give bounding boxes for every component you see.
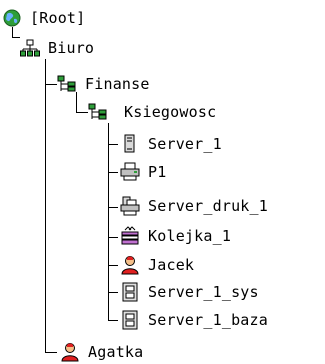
user-icon	[120, 255, 140, 275]
tree-node-label: Ksiegowosc	[124, 103, 217, 121]
network-icon	[20, 38, 40, 58]
tree-line	[108, 265, 118, 266]
tree-line	[108, 320, 118, 321]
print-server-icon	[120, 196, 140, 216]
org-unit-icon	[57, 74, 77, 94]
tree-line	[108, 123, 109, 320]
printer-icon	[120, 162, 140, 182]
print-queue-icon	[120, 226, 140, 246]
tree-node-root[interactable]: [Root]	[2, 6, 85, 30]
tree-node-label: Server_1_sys	[148, 283, 259, 301]
tree-node-jacek[interactable]: Jacek	[120, 253, 194, 277]
tree-node-agatka[interactable]: Agatka	[60, 340, 143, 364]
tree-line	[108, 292, 118, 293]
tree-line	[12, 37, 20, 38]
tree-node-label: Finanse	[85, 75, 150, 93]
tree-node-label: Biuro	[48, 39, 95, 57]
tree-node-label: P1	[148, 163, 167, 181]
tree-node-label: Kolejka_1	[148, 227, 232, 245]
volume-icon	[120, 282, 140, 302]
tree-node-label: Server_1_baza	[148, 311, 268, 329]
tree-node-server-1[interactable]: Server_1	[120, 132, 222, 156]
tree-node-server-1-sys[interactable]: Server_1_sys	[120, 280, 259, 304]
tree-node-biuro[interactable]: Biuro	[20, 36, 94, 60]
tree-line	[45, 352, 57, 353]
tree-node-label: Server_druk_1	[148, 197, 268, 215]
tree-node-server-1-baza[interactable]: Server_1_baza	[120, 308, 268, 332]
volume-icon	[120, 310, 140, 330]
tree-line	[76, 92, 77, 112]
tree-line	[108, 237, 118, 238]
user-icon	[60, 342, 80, 362]
tree-line	[45, 59, 46, 352]
org-unit-icon	[88, 102, 108, 122]
server-icon	[120, 134, 140, 154]
tree-line	[108, 207, 118, 208]
tree-node-label: Agatka	[88, 343, 144, 361]
tree-node-label: [Root]	[30, 9, 86, 27]
tree-node-label: Jacek	[148, 256, 195, 274]
tree-node-kolejka-1[interactable]: Kolejka_1	[120, 224, 231, 248]
tree-node-finanse[interactable]: Finanse	[57, 72, 150, 96]
globe-icon	[2, 8, 22, 28]
tree-line	[45, 84, 57, 85]
tree-node-ksiegowosc[interactable]: Ksiegowosc	[88, 100, 216, 124]
tree-line	[108, 172, 118, 173]
tree-node-server-druk-1[interactable]: Server_druk_1	[120, 194, 268, 218]
tree-line	[108, 144, 118, 145]
tree-node-label: Server_1	[148, 135, 222, 153]
tree-line	[12, 27, 13, 37]
tree-node-p1[interactable]: P1	[120, 160, 166, 184]
tree-line	[76, 112, 88, 113]
